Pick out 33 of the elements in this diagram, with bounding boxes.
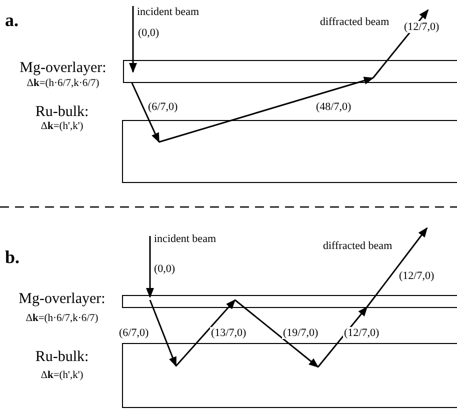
edge-label: (12/7,0) (403, 21, 440, 33)
momentum-transfer-label: Δk=(h',k') (40, 369, 84, 382)
edge-label: (13/7,0) (210, 327, 248, 339)
panel-letter: b. (5, 247, 20, 267)
beam-arrow (149, 300, 177, 367)
beam-label: incident beam (133, 6, 200, 19)
beam-arrow (129, 6, 137, 73)
edge-label: (48/7,0) (315, 101, 352, 113)
layer-name: Mg-overlayer: (18, 291, 106, 308)
beam-arrow (146, 236, 154, 298)
beam-arrow (175, 299, 236, 366)
edge-label: (6/7,0) (147, 101, 179, 113)
momentum-transfer-label: Δk=(h',k') (40, 120, 84, 133)
beam-arrow (317, 306, 368, 368)
panel-letter: a. (5, 10, 18, 30)
beam-label: incident beam (150, 233, 216, 246)
edge-label: (19/7,0) (282, 327, 320, 339)
beam-arrow (366, 227, 428, 308)
layer-name: Ru-bulk: (34, 104, 90, 121)
momentum-transfer-label: Δk=(h·6/7,k·6/7) (26, 77, 100, 90)
edge-label: (6/7,0) (118, 327, 150, 339)
edge-label: (0,0) (137, 27, 160, 39)
beam-arrow (158, 76, 374, 143)
momentum-transfer-label: Δk=(h·6/7,k·6/7) (24, 312, 100, 325)
edge-label: (12/7,0) (343, 327, 380, 339)
layer-name: Mg-overlayer: (18, 60, 108, 77)
beam-label: diffracted beam (323, 240, 392, 253)
beam-label: diffracted beam (320, 16, 390, 29)
layer-name: Ru-bulk: (34, 349, 90, 366)
edge-label: (12/7,0) (398, 270, 436, 282)
edge-label: (0,0) (153, 263, 176, 275)
beam-arrow (131, 82, 160, 143)
beam-arrow (234, 299, 319, 368)
